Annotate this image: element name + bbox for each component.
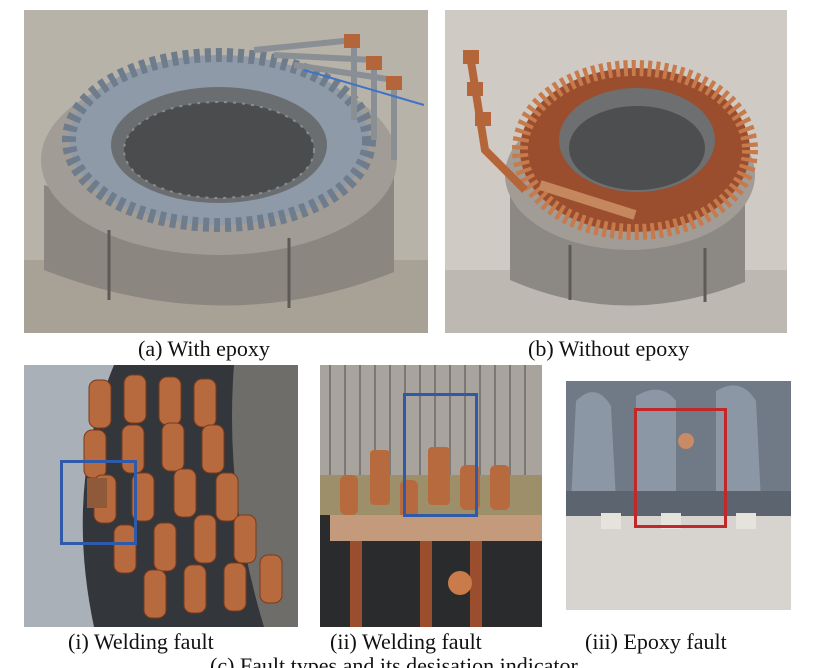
photo-welding-fault-1 [24, 365, 298, 627]
highlight-box-welding-fault-1 [60, 460, 137, 545]
photo-welding-fault-2 [320, 365, 542, 627]
caption-epoxy-fault: (iii) Epoxy fault [585, 629, 727, 654]
caption-without-epoxy: (b) Without epoxy [528, 336, 690, 361]
photo-stator-with-epoxy [24, 10, 428, 333]
photo-stator-without-epoxy [445, 10, 787, 333]
highlight-box-epoxy-fault [634, 408, 727, 528]
caption-welding-fault-1: (i) Welding fault [68, 629, 214, 654]
highlight-box-welding-fault-2 [403, 393, 478, 517]
photo-epoxy-fault [566, 381, 791, 610]
caption-with-epoxy: (a) With epoxy [138, 336, 270, 361]
caption-fault-types: (c) Fault types and its desisation indic… [210, 653, 578, 668]
caption-welding-fault-2: (ii) Welding fault [330, 629, 482, 654]
